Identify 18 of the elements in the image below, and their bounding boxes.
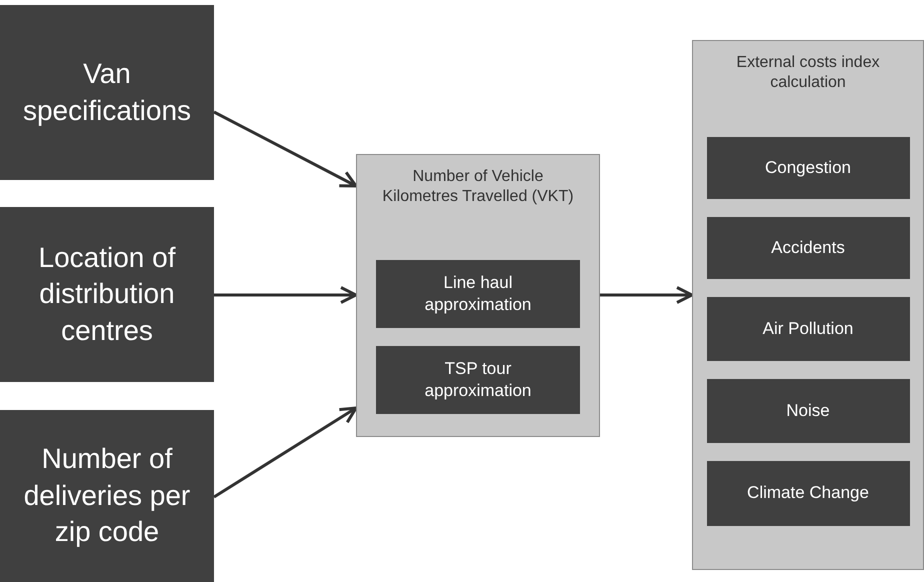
group-heading: External costs index calculation xyxy=(735,53,881,93)
group-panel xyxy=(356,154,600,437)
group-heading: Number of Vehicle Kilometres Travelled (VKT) xyxy=(381,167,575,207)
process-box: Climate Change xyxy=(706,461,910,526)
arrow xyxy=(214,286,358,304)
group-panel xyxy=(692,40,924,570)
arrow xyxy=(213,406,358,498)
input-box: Van specifications xyxy=(0,5,214,180)
process-box: Noise xyxy=(706,379,910,443)
process-box: TSP tour approximation xyxy=(376,346,580,414)
process-box: Line haul approximation xyxy=(376,260,580,328)
input-box: Number of deliveries per zip code xyxy=(0,410,214,582)
process-box: Air Pollution xyxy=(706,297,910,361)
input-box: Location of distribution centres xyxy=(0,207,214,382)
process-box: Accidents xyxy=(706,217,910,279)
process-box: Congestion xyxy=(706,137,910,199)
arrow xyxy=(600,286,694,304)
arrow xyxy=(213,110,358,188)
